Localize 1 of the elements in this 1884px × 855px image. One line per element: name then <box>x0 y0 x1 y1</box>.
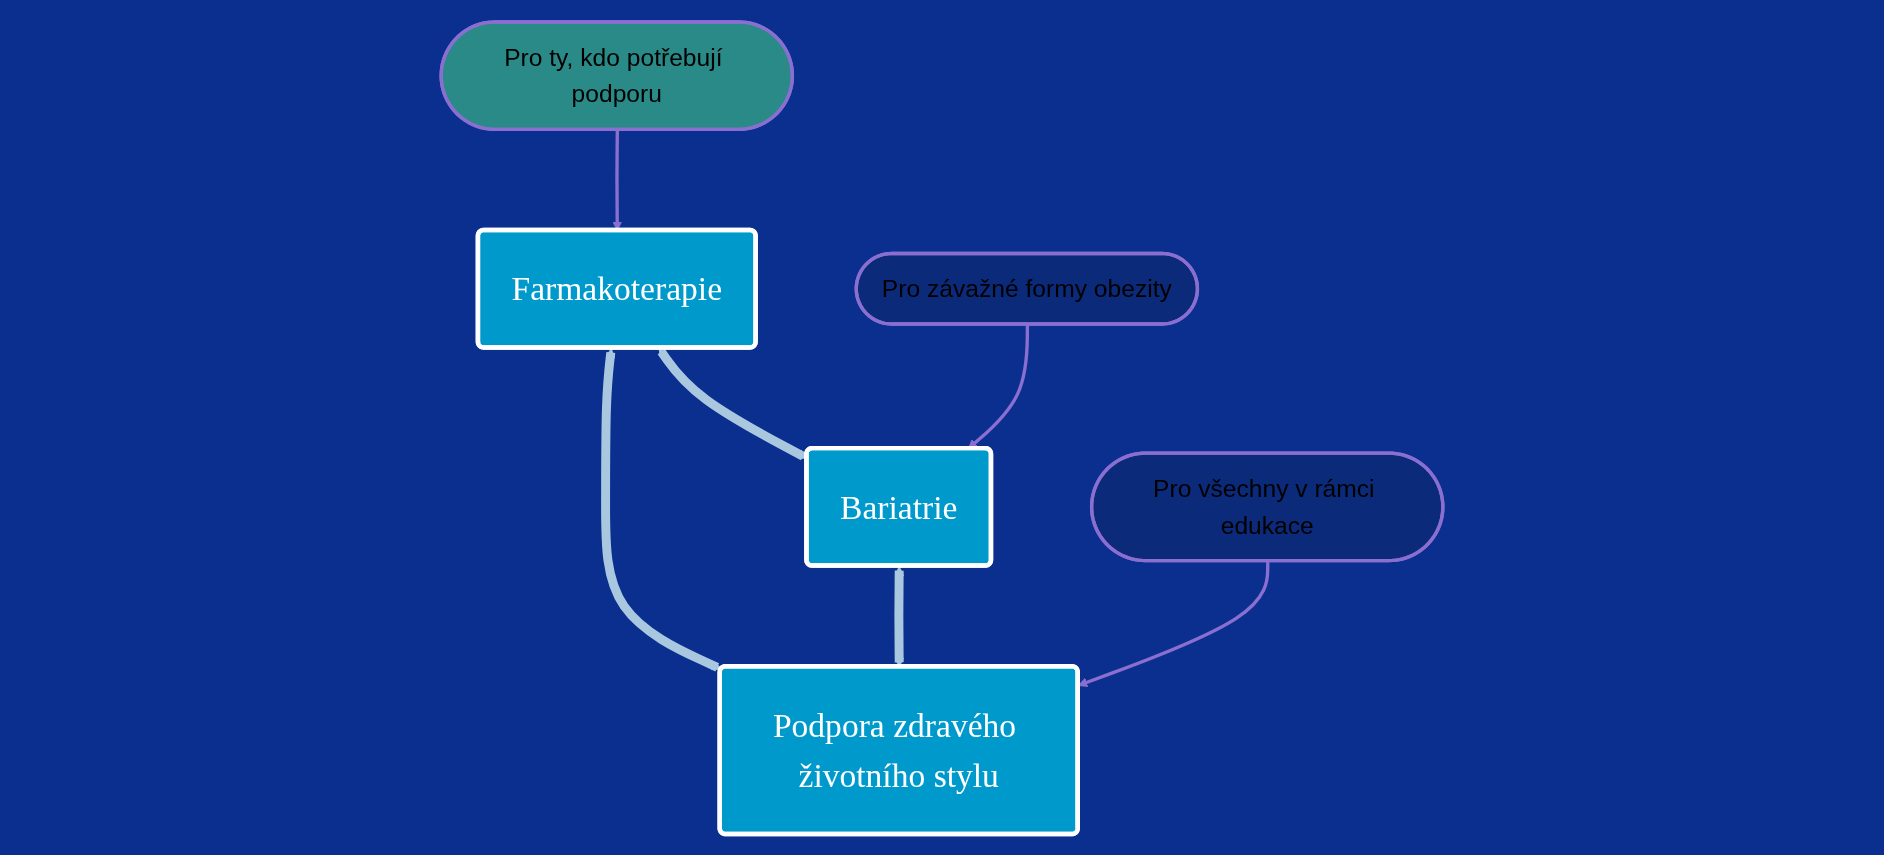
arrow <box>601 347 722 671</box>
